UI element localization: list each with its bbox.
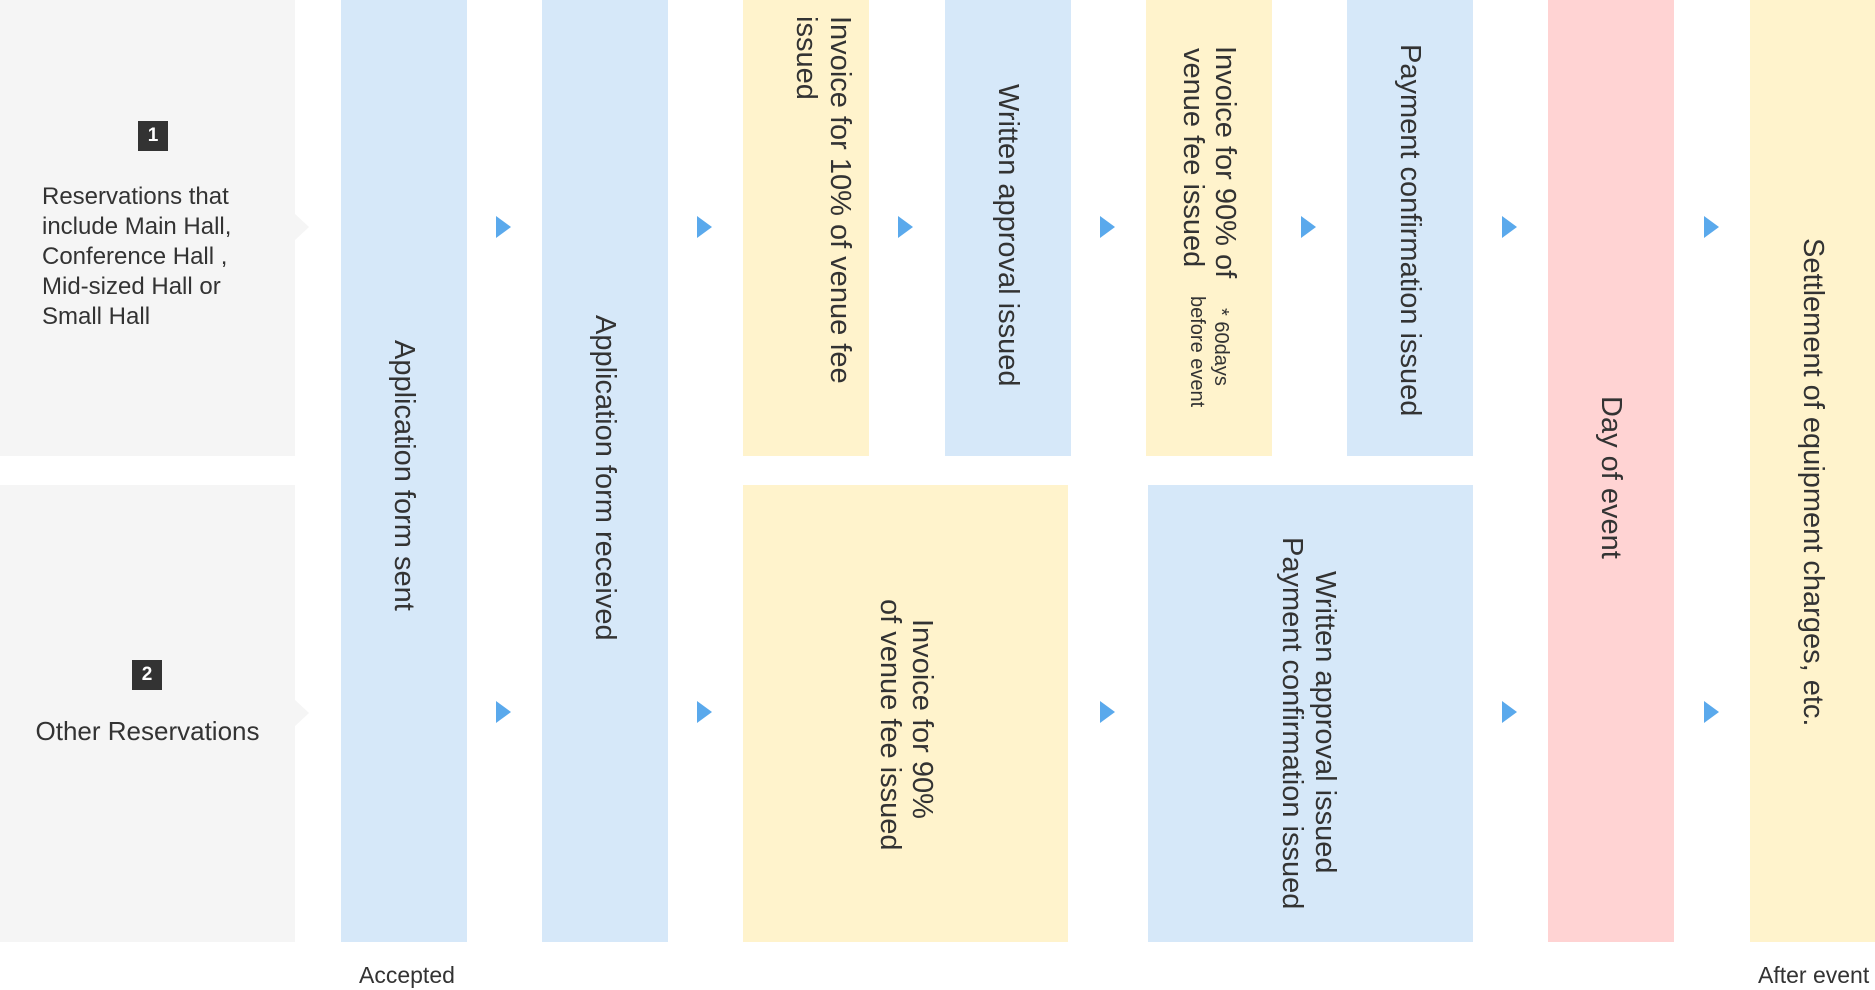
step-settlement-label: Settlement of equipment charges, etc. (1797, 238, 1829, 727)
step-day-of-event-label: Day of event (1595, 396, 1627, 559)
step-written-approval: Written approval issued (945, 0, 1071, 456)
step-invoice-90-percent-note-line2: before event (1186, 296, 1208, 408)
arrow-right-icon (898, 216, 913, 238)
step-invoice-90-percent-other-label-line1: Invoice for 90% (906, 619, 938, 819)
row-1-label: Reservations that include Main Hall, Con… (42, 183, 232, 330)
arrow-right-icon (697, 701, 712, 723)
step-invoice-90-percent-note-line1: * 60days (1210, 308, 1232, 386)
arrow-right-icon (1704, 216, 1719, 238)
step-approval-and-payment-label-line2: Payment confirmation issued (1276, 537, 1308, 910)
step-invoice-90-percent-other-label-line2: of venue fee issued (874, 599, 906, 851)
row-1-number-badge: 1 (138, 121, 168, 151)
arrow-right-icon (496, 701, 511, 723)
step-application-form-sent-label: Application form sent (388, 340, 420, 611)
step-invoice-90-percent-label-line2: venue fee issued (1177, 48, 1209, 268)
arrow-right-icon (1100, 701, 1115, 723)
step-invoice-10-percent-label: Invoice for 10% of venue fee issued (790, 16, 856, 384)
step-invoice-10-percent: Invoice for 10% of venue fee issued (743, 0, 869, 456)
step-application-form-received-label: Application form received (589, 315, 621, 641)
step-application-form-received: Application form received (542, 0, 668, 942)
row-2-panel: 2 Other Reservations (0, 485, 295, 942)
row-2-label: Other Reservations (35, 716, 260, 746)
arrow-right-icon (496, 216, 511, 238)
step-day-of-event: Day of event (1548, 0, 1674, 942)
step-approval-and-payment: Written approval issued Payment confirma… (1148, 485, 1473, 942)
footer-after-event-label: After event (1758, 962, 1870, 988)
row-2-number-badge: 2 (132, 660, 162, 690)
row-1-pointer-icon (295, 214, 309, 240)
footer-accepted-label: Accepted (359, 962, 455, 988)
arrow-right-icon (1704, 701, 1719, 723)
step-invoice-90-percent-other: Invoice for 90% of venue fee issued (743, 485, 1068, 942)
arrow-right-icon (1100, 216, 1115, 238)
step-written-approval-label: Written approval issued (992, 84, 1024, 387)
step-payment-confirmation: Payment confirmation issued (1347, 0, 1473, 456)
step-approval-and-payment-label-line1: Written approval issued (1309, 571, 1341, 874)
step-invoice-90-percent: Invoice for 90% of venue fee issued * 60… (1146, 0, 1272, 456)
arrow-right-icon (1502, 216, 1517, 238)
arrow-right-icon (1301, 216, 1316, 238)
row-2-pointer-icon (295, 700, 309, 726)
step-payment-confirmation-label: Payment confirmation issued (1394, 44, 1426, 417)
step-settlement: Settlement of equipment charges, etc. (1750, 0, 1875, 942)
row-1-panel: 1 Reservations that include Main Hall, C… (0, 0, 295, 456)
step-application-form-sent: Application form sent (341, 0, 467, 942)
step-invoice-90-percent-label-line1: Invoice for 90% of (1209, 46, 1241, 279)
arrow-right-icon (697, 216, 712, 238)
arrow-right-icon (1502, 701, 1517, 723)
